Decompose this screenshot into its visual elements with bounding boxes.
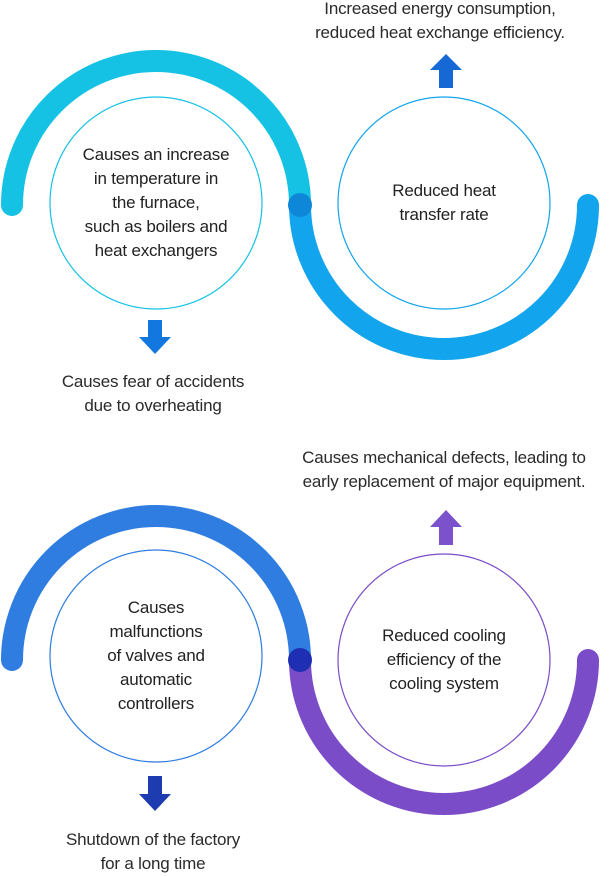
- section-1-down-arrow-icon: [139, 320, 171, 354]
- section-1-left-circle: [49, 96, 263, 310]
- section-2-joint-dot: [288, 648, 312, 672]
- section-1-graphics: [1, 50, 599, 360]
- section-1-left-arc: [1, 50, 311, 216]
- section-2-left-arc: [1, 505, 311, 671]
- section-2-top-outcome: Causes mechanical defects, leading to ea…: [302, 448, 586, 491]
- section-2-right-circle: [337, 553, 551, 767]
- section-2-down-arrow-icon: [139, 776, 171, 811]
- section-2-left-circle: [49, 549, 263, 763]
- section-1-right-arc: [289, 194, 599, 360]
- section-2-right-circle-text: Reduced cooling efficiency of the coolin…: [382, 626, 506, 693]
- section-1-right-circle-text: Reduced heat transfer rate: [392, 181, 496, 224]
- section-2-bottom-outcome: Shutdown of the factory for a long time: [65, 830, 240, 873]
- section-2-left-circle-text: Causes malfunctions of valves and automa…: [107, 598, 205, 713]
- section-2-graphics: [1, 505, 599, 815]
- section-2-right-arc: [289, 649, 599, 815]
- section-1-bottom-outcome: Causes fear of accidents due to overheat…: [61, 372, 245, 415]
- section-1-up-arrow-icon: [430, 54, 462, 88]
- section-1-right-circle: [337, 96, 551, 310]
- section-1-left-circle-text: Causes an increase in temperature in the…: [82, 145, 230, 260]
- section-2-up-arrow-icon: [430, 510, 462, 545]
- section-1-top-outcome: Increased energy consumption, reduced he…: [315, 0, 565, 42]
- section-1-joint-dot: [288, 193, 312, 217]
